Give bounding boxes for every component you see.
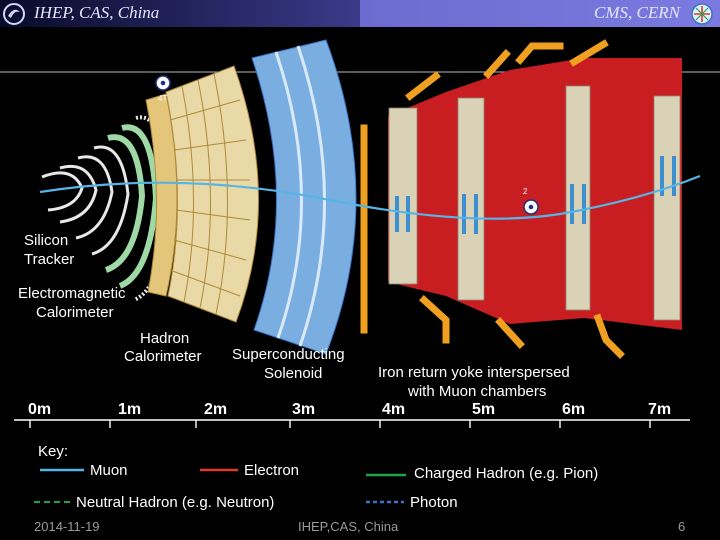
header-bar: IHEP, CAS, China CMS, CERN	[0, 0, 720, 27]
scale-5m: 5m	[472, 401, 495, 418]
silicon-tracker	[41, 115, 171, 302]
field-marker-inner	[155, 75, 171, 91]
key-title: Key:	[38, 443, 68, 460]
muon-chamber-hits	[395, 156, 676, 234]
muon-chambers	[388, 85, 681, 321]
label-yoke-1: Iron return yoke interspersed	[378, 364, 570, 381]
scale-3m: 3m	[292, 401, 315, 418]
footer-bar: 2014-11-19 IHEP,CAS, China 6	[0, 516, 720, 540]
scale-6m: 6m	[562, 401, 585, 418]
label-tracker-1: Silicon	[24, 232, 68, 249]
scale-1m: 1m	[118, 401, 141, 418]
cms-logo-icon	[691, 3, 713, 25]
label-ecal-2: Calorimeter	[36, 304, 114, 321]
scale-2m: 2m	[204, 401, 227, 418]
scale-ticks	[29, 420, 651, 428]
footer-center: IHEP,CAS, China	[298, 519, 399, 534]
label-hcal-1: Hadron	[140, 330, 189, 347]
hcal-segments	[169, 73, 251, 315]
label-ecal-1: Electromagnetic	[18, 285, 126, 302]
cms-slice-diagram: 4T 2 Silicon Tracker Electromagnetic Cal…	[0, 39, 720, 511]
scale-0m: 0m	[28, 401, 51, 418]
field-marker-outer	[523, 199, 539, 215]
header-left-title: IHEP, CAS, China	[34, 3, 160, 22]
label-solenoid-2: Solenoid	[264, 365, 322, 382]
field-label-inner: 4T	[158, 94, 167, 103]
yoke-frame	[360, 39, 625, 359]
footer-date: 2014-11-19	[34, 519, 100, 534]
superconducting-solenoid	[251, 39, 357, 355]
label-yoke-2: with Muon chambers	[407, 383, 546, 400]
label-tracker-2: Tracker	[24, 251, 74, 268]
header-band-right	[360, 0, 720, 27]
scale-4m: 4m	[382, 401, 405, 418]
scale-7m: 7m	[648, 401, 671, 418]
muon-track	[39, 174, 701, 220]
iron-return-yoke	[388, 58, 682, 330]
key-label-electron: Electron	[244, 462, 299, 479]
key-label-charged-hadron: Charged Hadron (e.g. Pion)	[414, 465, 598, 482]
label-hcal-2: Calorimeter	[124, 348, 202, 365]
key-label-photon: Photon	[410, 494, 458, 511]
key-label-muon: Muon	[90, 462, 128, 479]
footer-page-number: 6	[678, 519, 686, 534]
hcal-barrel	[165, 65, 259, 323]
ihep-logo-icon	[3, 3, 25, 25]
header-band-left	[0, 0, 360, 27]
key-label-neutral-hadron: Neutral Hadron (e.g. Neutron)	[76, 494, 274, 511]
key-legend: Muon Electron Charged Hadron (e.g. Pion)…	[34, 462, 598, 511]
label-solenoid-1: Superconducting	[232, 346, 345, 363]
header-right-title: CMS, CERN	[594, 3, 680, 22]
field-label-outer: 2	[523, 187, 528, 196]
